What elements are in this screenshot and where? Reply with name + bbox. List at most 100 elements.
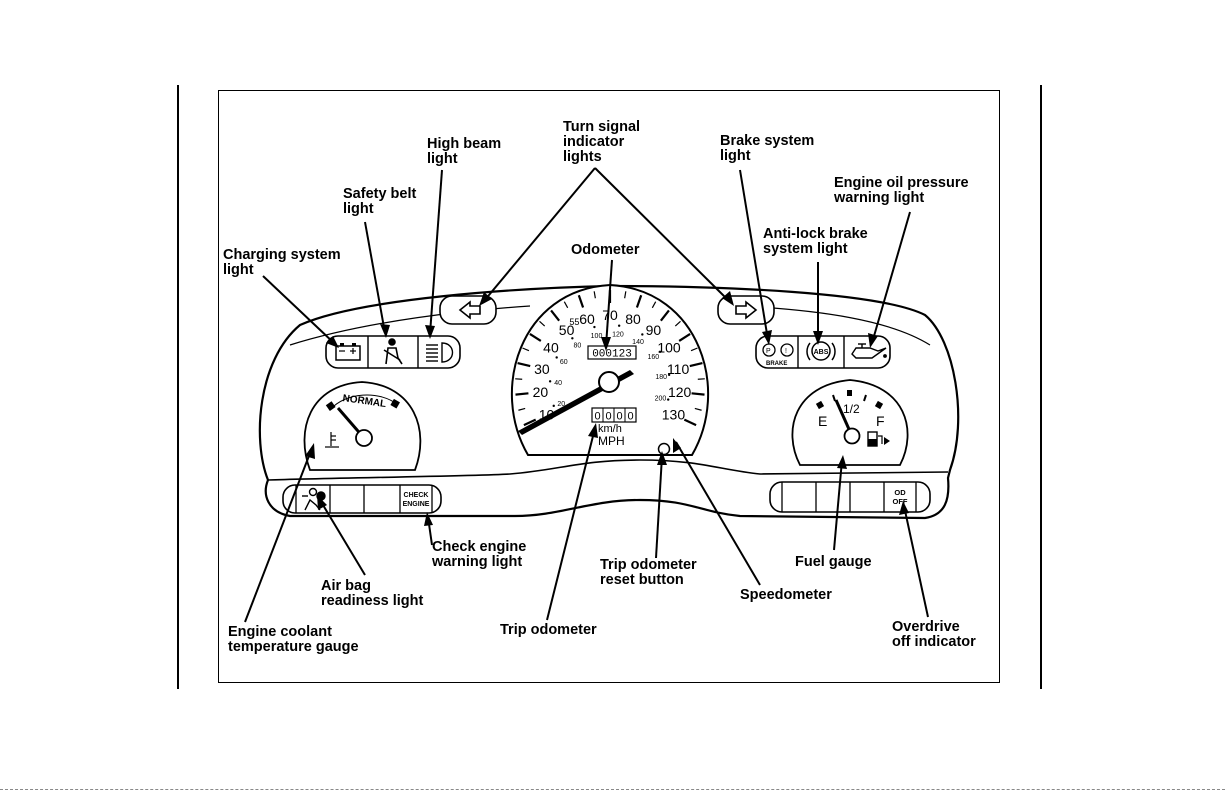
leader-coolant (244, 447, 313, 623)
od-off-text-line1: OD (894, 488, 906, 497)
temp-hub (355, 429, 373, 447)
label-line: Engine coolant (228, 624, 332, 640)
svg-text:P: P (766, 348, 771, 355)
label-fuel-gauge: Fuel gauge (795, 555, 872, 570)
right-arrow-icon (735, 300, 758, 320)
arrowhead (588, 423, 598, 438)
speed-tick (635, 294, 643, 308)
kmh-tick-dot (548, 380, 552, 383)
trip-reset-button[interactable] (657, 442, 671, 456)
fuel-half-label: 1/2 (843, 402, 860, 416)
abs-icon: ABS (806, 341, 836, 361)
arrowhead (762, 330, 772, 345)
trip-odometer-window: 0 0 0 0 (591, 407, 637, 423)
leader-trip-odometer (546, 427, 596, 621)
label-line: system light (763, 241, 848, 257)
trip-digit: 0 (616, 411, 622, 423)
kmh-tick-label: 140 (632, 339, 644, 346)
speed-tick (691, 392, 705, 396)
label-speedometer: Speedometer (740, 588, 832, 603)
leader-lines (244, 167, 929, 623)
arrowhead (868, 333, 878, 348)
arrowhead (326, 336, 339, 348)
label-line: warning light (432, 554, 523, 570)
leader-turn-left (483, 167, 596, 302)
mph-tick-label: 100 (657, 339, 681, 355)
trip-digit: 0 (605, 411, 611, 423)
left-page-rule (177, 85, 179, 689)
lower-right-warning-bar: OD OFF (769, 481, 931, 513)
speed-tick (690, 347, 698, 352)
kmh-unit: km/h (598, 423, 622, 435)
kmh-tick-dot (571, 337, 574, 340)
kmh-tick-dot (658, 350, 662, 354)
mph-tick-label: 50 (559, 322, 575, 338)
lower-left-warning-bar: CHECK ENGINE (282, 484, 442, 514)
mph-unit: MPH (598, 434, 625, 448)
label-line: temperature gauge (228, 639, 359, 655)
kmh-tick-label: 60 (560, 359, 568, 366)
label-line: Fuel gauge (795, 554, 872, 570)
kmh-tick-dot (555, 356, 558, 359)
cluster-face-edge (267, 459, 949, 481)
label-line: indicator (563, 134, 625, 150)
arrowhead (317, 495, 327, 510)
speed-tick (577, 294, 585, 308)
mph-tick-label: 30 (534, 361, 550, 377)
arrowhead (305, 443, 315, 459)
speed-tick (517, 362, 531, 368)
svg-text:!: ! (785, 348, 787, 355)
arrowhead (813, 331, 823, 345)
label-line: Anti-lock brake (763, 226, 868, 242)
label-line: Engine oil pressure (834, 175, 969, 191)
leader-high-beam (429, 169, 443, 335)
kmh-tick-label: 100 (591, 333, 603, 340)
right-page-rule (1040, 85, 1042, 689)
label-air-bag-readiness-light: Air bag readiness light (321, 579, 423, 609)
label-charging-system-light: Charging system light (223, 248, 341, 278)
leader-trip-reset (655, 455, 663, 559)
kmh-tick-label: 80 (573, 343, 581, 350)
label-line: Check engine (432, 539, 527, 555)
leader-air-bag (319, 499, 366, 576)
label-line: Overdrive (892, 619, 960, 635)
arrowhead (380, 324, 390, 338)
kmh-tick-dot (666, 398, 670, 401)
mph-tick-label: 120 (668, 384, 692, 400)
page-bottom-rule (0, 789, 1225, 790)
label-line: light (223, 262, 254, 278)
speedometer-hub (598, 371, 620, 393)
speed-tick (523, 418, 537, 427)
speed-tick (694, 407, 702, 411)
temperature-gauge: NORMAL (303, 381, 422, 471)
check-engine-text-line1: CHECK (404, 492, 429, 499)
arrowhead (425, 325, 435, 339)
speed-tick (518, 407, 526, 411)
kmh-tick-label: 160 (647, 354, 659, 361)
label-line: readiness light (321, 593, 424, 609)
odometer-window (587, 345, 637, 360)
label-line: reset button (600, 572, 684, 588)
kmh-tick-dot (552, 404, 555, 408)
speed-tick (563, 301, 569, 309)
label-line: High beam (427, 136, 502, 152)
speed-tick (539, 320, 546, 327)
mph-tick-label: 110 (667, 361, 690, 377)
label-line: warning light (834, 190, 925, 206)
arrowhead (479, 292, 492, 306)
high-beam-icon (426, 342, 454, 363)
od-off-text-line2: OFF (893, 497, 908, 506)
speed-tick (529, 333, 542, 342)
label-line: Odometer (571, 242, 640, 258)
label-line: Turn signal (563, 119, 641, 135)
leader-oil (871, 211, 911, 344)
check-engine-text-line2: ENGINE (403, 501, 430, 508)
label-brake-system-light: Brake system light (720, 134, 814, 164)
speed-tick (678, 333, 691, 342)
kmh-tick-dot (617, 324, 621, 327)
oil-can-icon (851, 343, 887, 359)
leader-brake (739, 169, 769, 341)
leader-overdrive (903, 505, 929, 618)
